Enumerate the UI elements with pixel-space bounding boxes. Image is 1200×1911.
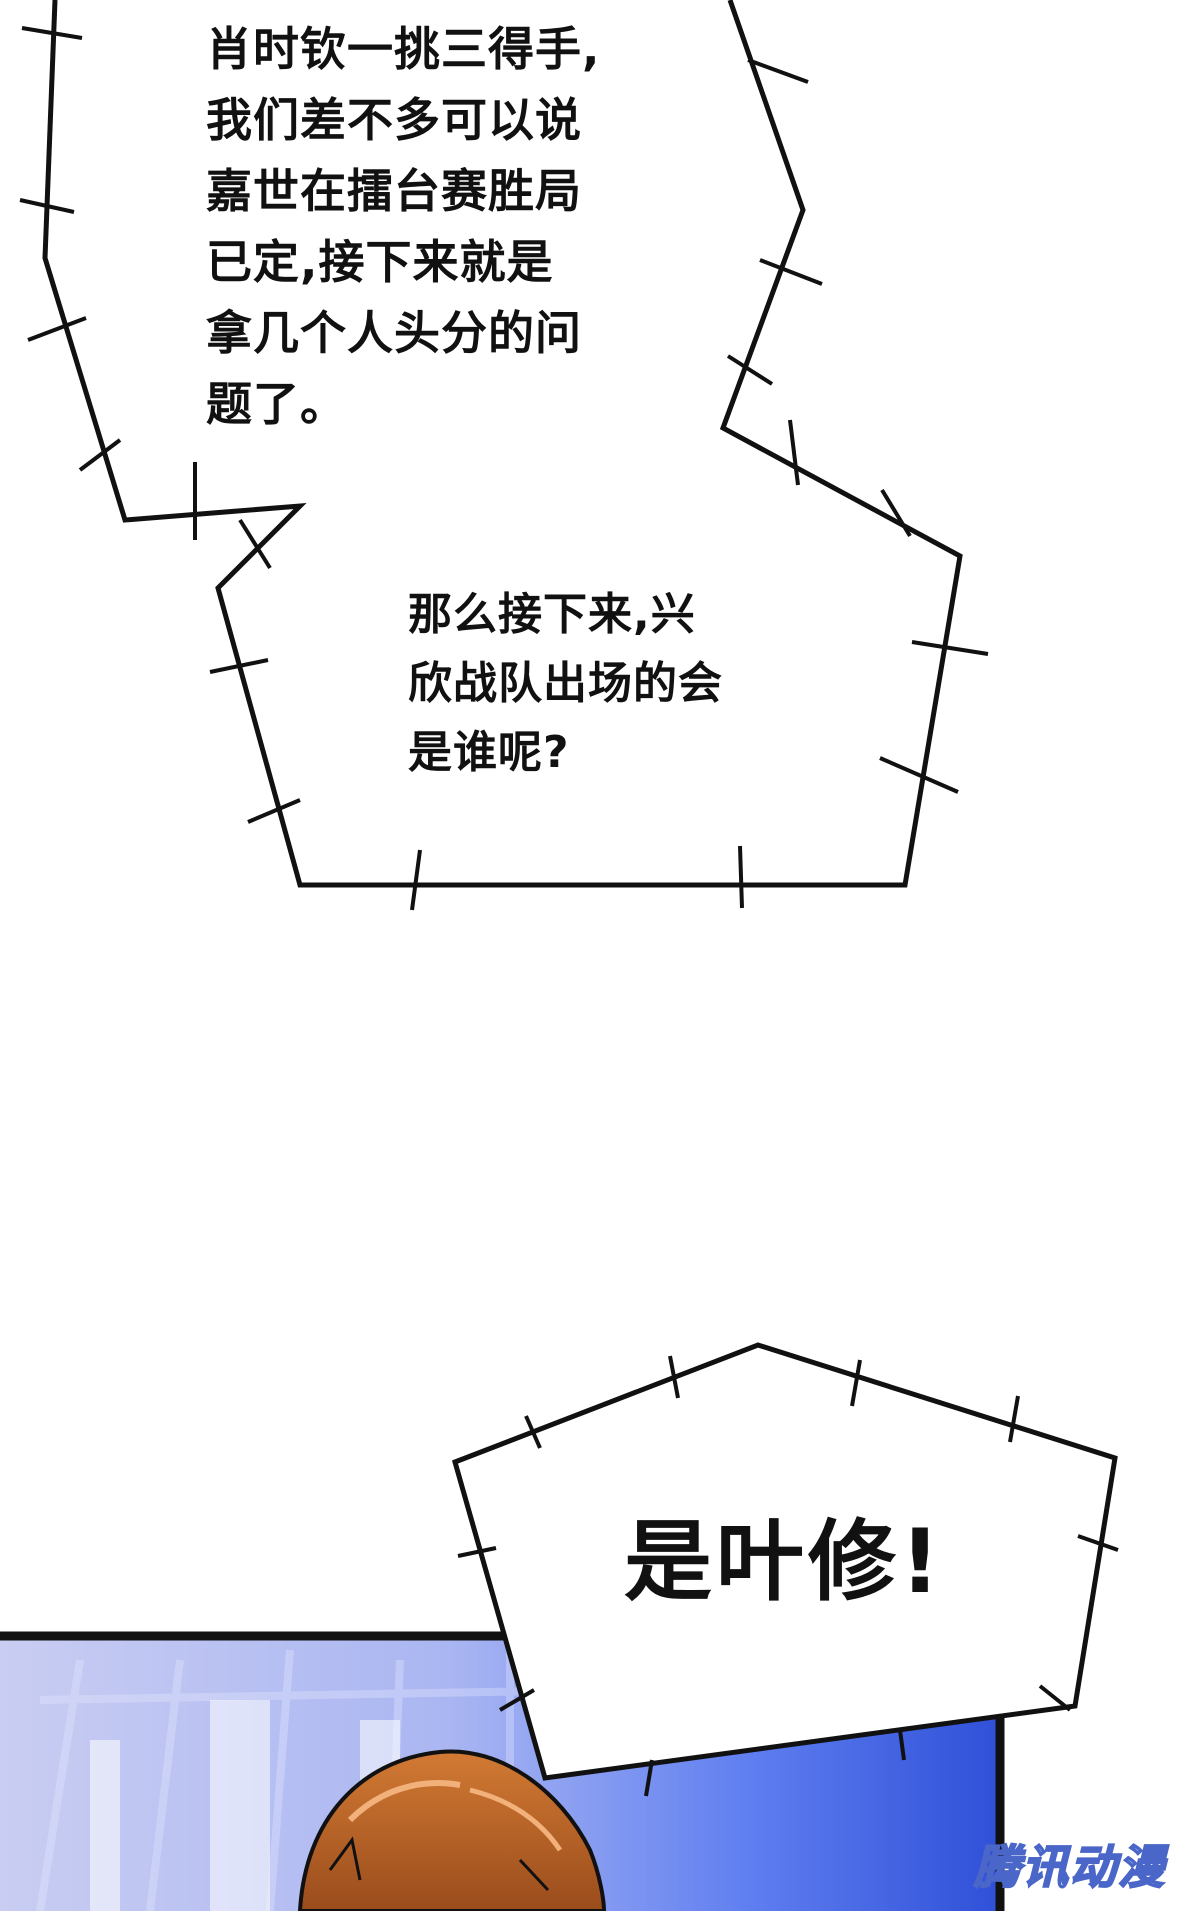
publisher-watermark: 腾讯动漫: [973, 1839, 1166, 1895]
bubble-1-line: 肖时钦一挑三得手,: [206, 22, 601, 76]
speech-bubble-2-text: 那么接下来,兴 欣战队出场的会 是谁呢?: [408, 580, 723, 787]
bubble-1-ticks: [19, 26, 989, 911]
bubble-1-line: 拿几个人头分的问: [206, 306, 582, 360]
speech-bubble-3-text: 是叶修!: [624, 1512, 944, 1612]
bubble-1-line: 已定,接下来就是: [206, 235, 554, 289]
speech-bubble-1-text: 肖时钦一挑三得手, 我们差不多可以说 嘉世在擂台赛胜局 已定,接下来就是 拿几个…: [206, 14, 600, 440]
bubble-2-line: 是谁呢?: [408, 727, 570, 778]
bubble-2-line: 欣战队出场的会: [408, 658, 723, 709]
bubble-3-ticks: [457, 1355, 1119, 1797]
bubble-3-line: 是叶修!: [624, 1510, 945, 1613]
character-hair: [297, 1749, 607, 1911]
speech-bubble-1: [19, 0, 989, 911]
speech-bubble-3: [451, 1342, 1119, 1797]
bubble-1-line: 题了。: [206, 377, 347, 431]
bubble-1-line: 我们差不多可以说: [206, 93, 582, 147]
bubble-2-line: 那么接下来,兴: [408, 589, 696, 640]
bubble-1-line: 嘉世在擂台赛胜局: [206, 164, 582, 218]
